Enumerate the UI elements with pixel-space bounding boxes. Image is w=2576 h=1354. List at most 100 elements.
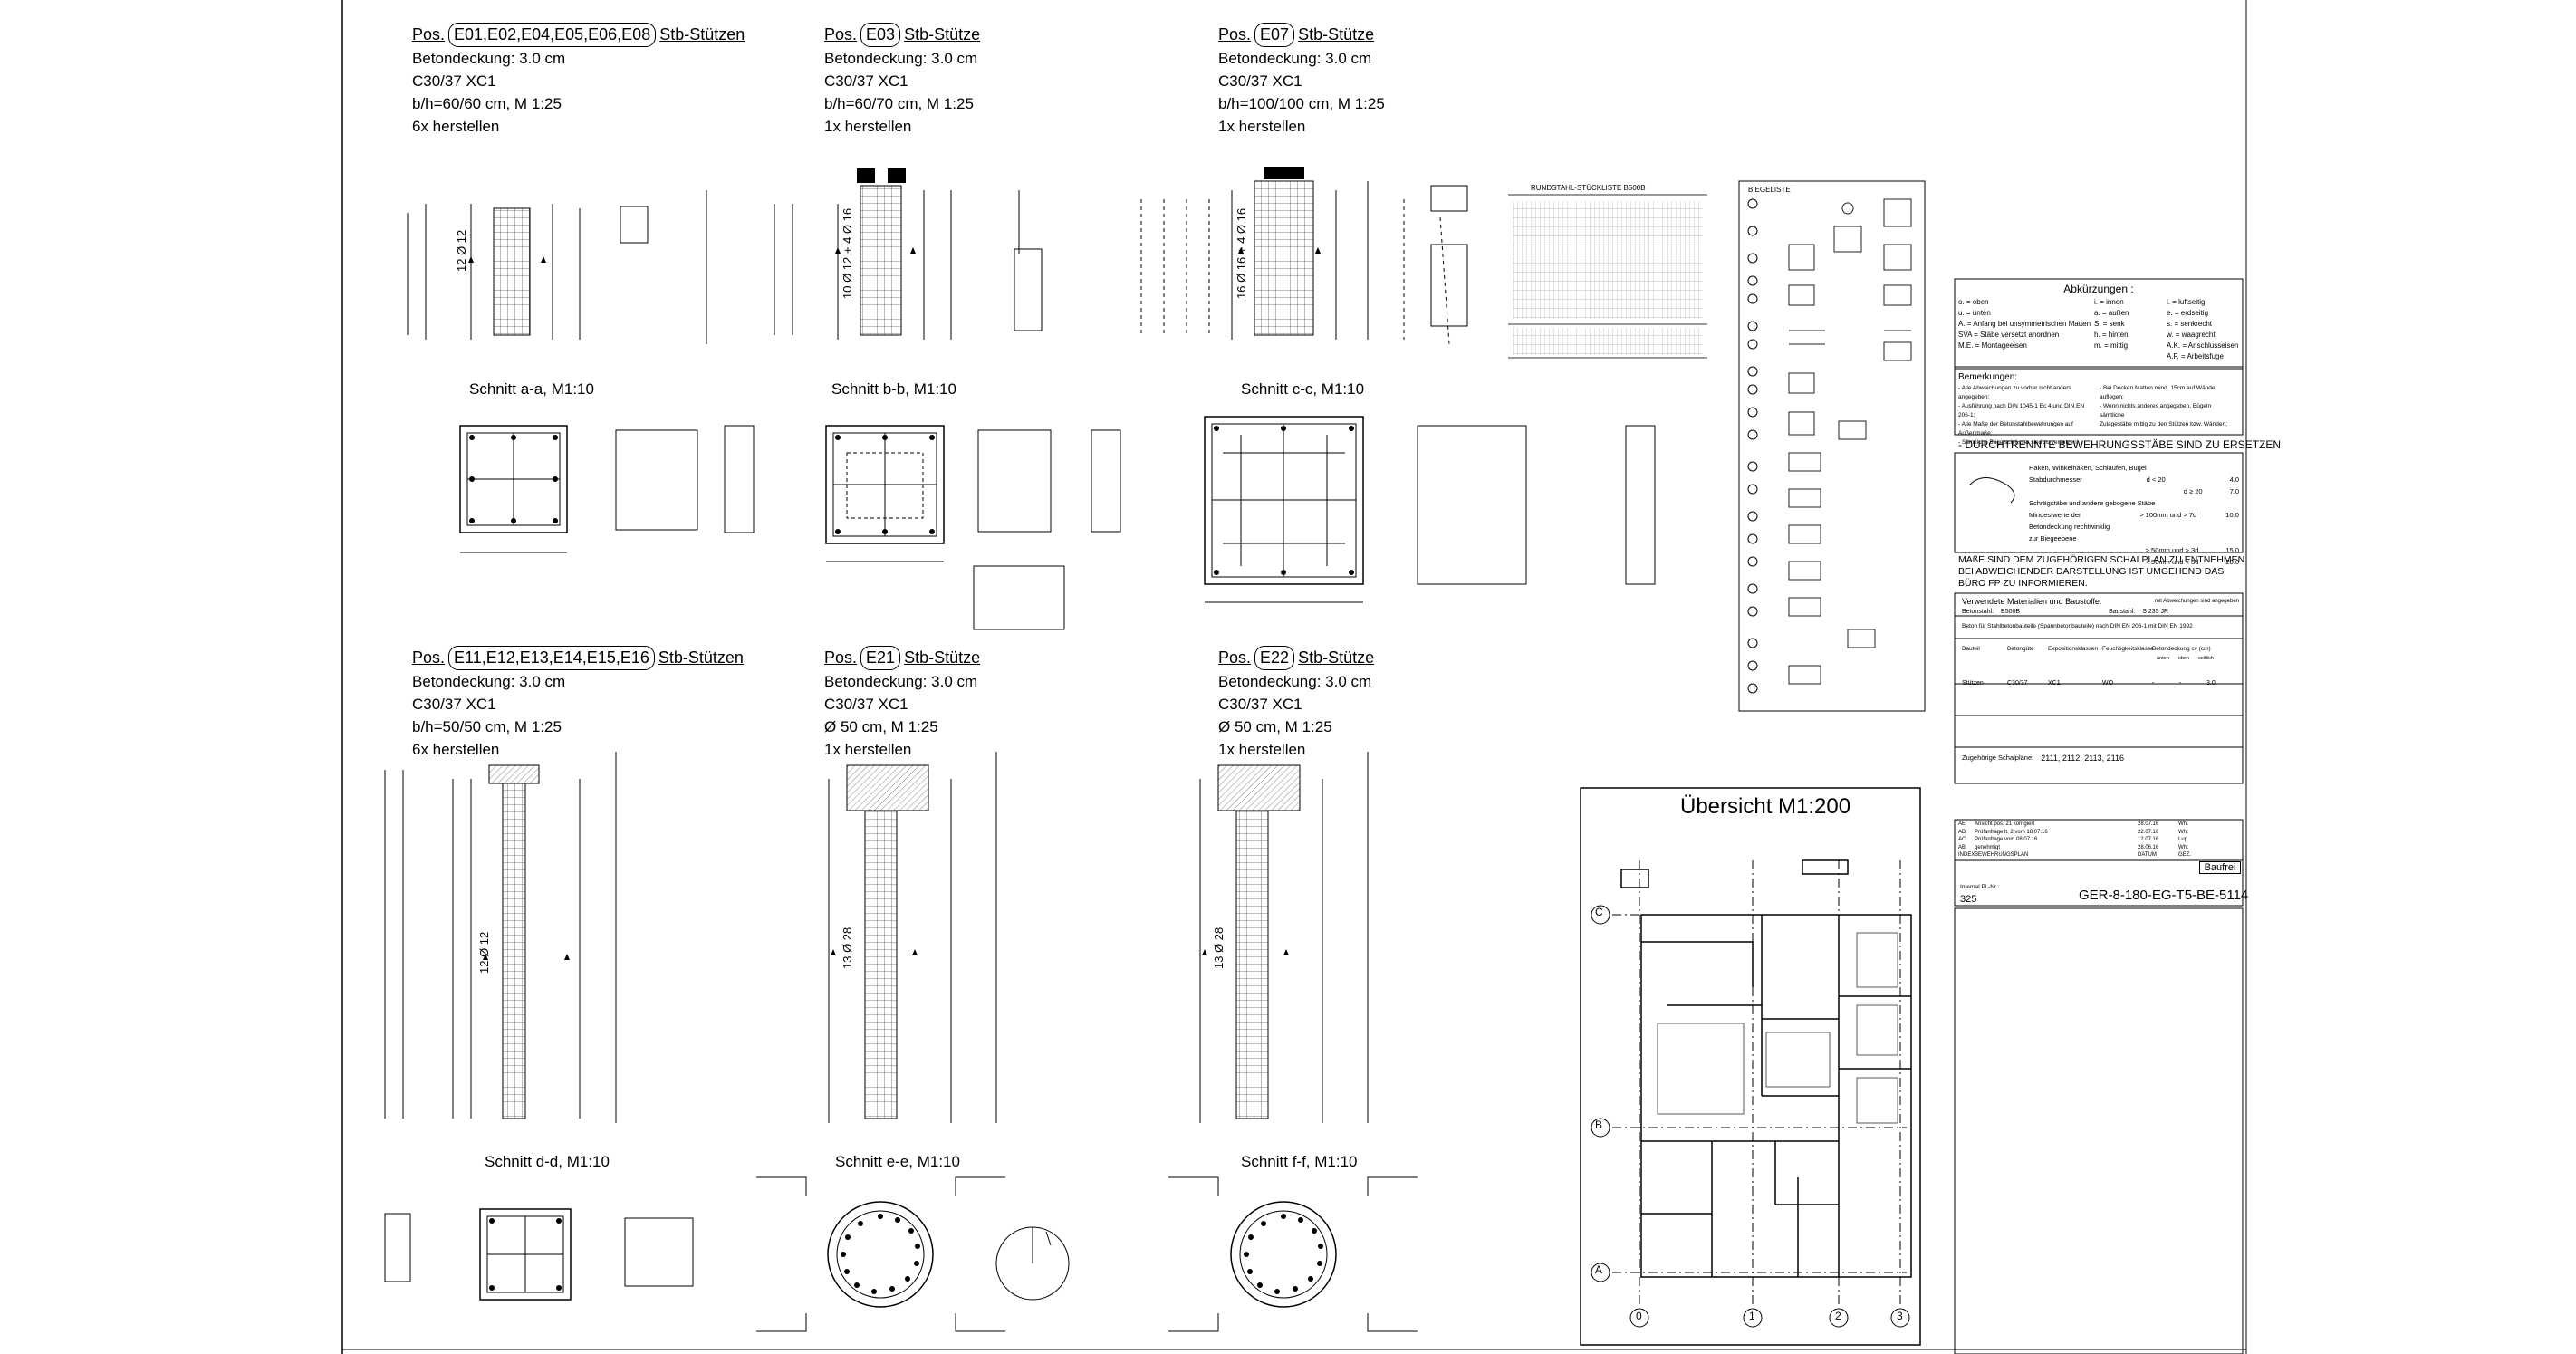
axis-label-3: 3 <box>1897 1310 1903 1322</box>
overview-plan <box>1580 787 1921 1346</box>
section-title-a-a: Schnitt a-a, M1:10 <box>469 380 594 398</box>
internal-plan-label: Internal Pl.-Nr.: <box>1960 884 2000 890</box>
axis-label-c: C <box>1595 906 1603 918</box>
quantity-line: 6x herstellen <box>412 741 500 758</box>
steel-list-table <box>1508 194 1707 359</box>
axis-label-a: A <box>1595 1263 1603 1276</box>
column-elevation-e01 <box>407 190 707 344</box>
internal-plan-number: 325 <box>1960 894 1977 905</box>
concrete-class-line: C30/37 XC1 <box>412 72 496 90</box>
position-ids-tag: E07 <box>1254 23 1295 47</box>
axis-label-0: 0 <box>1636 1310 1642 1322</box>
column-elevation-e11 <box>384 752 617 1123</box>
bending-list-title: BIEGELISTE <box>1748 186 1791 194</box>
quantity-line: 1x herstellen <box>1218 118 1306 135</box>
column-elevation-e03 <box>774 168 1043 340</box>
quantity-line: 1x herstellen <box>824 741 912 758</box>
column-elevation-e21 <box>828 752 997 1123</box>
formwork-note: MAßE SIND DEM ZUGEHÖRIGEN SCHALPLAN ZU E… <box>1958 554 2248 589</box>
cover-line: Betondeckung: 3.0 cm <box>412 50 566 67</box>
quantity-line: 1x herstellen <box>1218 741 1306 758</box>
dimension-line: b/h=60/60 cm, M 1:25 <box>412 95 562 112</box>
concrete-class-line: C30/37 XC1 <box>824 72 908 90</box>
position-ids-tag: E22 <box>1254 646 1295 670</box>
axis-label-2: 2 <box>1835 1310 1841 1322</box>
concrete-class-line: C30/37 XC1 <box>412 696 496 713</box>
cover-line: Betondeckung: 3.0 cm <box>824 50 978 67</box>
quantity-line: 1x herstellen <box>824 118 912 135</box>
dimension-line: b/h=100/100 cm, M 1:25 <box>1218 95 1385 112</box>
section-title-e-e: Schnitt e-e, M1:10 <box>835 1153 960 1170</box>
column-elevation-e22 <box>1199 752 1369 1123</box>
section-e-e-drawing <box>756 1176 1070 1332</box>
rebar-label-col2: 10 Ø 12 + 4 Ø 16 <box>841 207 854 299</box>
status-badge: Baufrei <box>2199 861 2241 874</box>
remarks-box: Bemerkungen: - Alle Abweichungen zu vorh… <box>1958 371 2239 447</box>
cover-line: Betondeckung: 3.0 cm <box>412 673 566 690</box>
concrete-class-line: C30/37 XC1 <box>824 696 908 713</box>
concrete-class-line: C30/37 XC1 <box>1218 72 1302 90</box>
section-d-d-drawing <box>384 1208 694 1301</box>
section-title-b-b: Schnitt b-b, M1:10 <box>831 380 956 398</box>
section-title-c-c: Schnitt c-c, M1:10 <box>1241 380 1365 398</box>
rebar-label-col1: 12 Ø 12 <box>455 229 468 272</box>
rebar-label-col5: 13 Ø 28 <box>841 927 854 969</box>
section-a-a-drawing <box>459 425 755 553</box>
axis-label-b: B <box>1595 1119 1603 1131</box>
position-ids-tag: E01,E02,E04,E05,E06,E08 <box>448 23 657 47</box>
rebar-label-col4: 12 Ø 12 <box>477 931 491 974</box>
column-elevation-e07 <box>1140 167 1468 345</box>
position-ids-tag: E21 <box>860 646 901 670</box>
position-ids-tag: E11,E12,E13,E14,E15,E16 <box>448 646 655 670</box>
section-title-d-d: Schnitt d-d, M1:10 <box>485 1153 610 1170</box>
cover-line: Betondeckung: 3.0 cm <box>1218 673 1372 690</box>
rebar-label-col3: 16 Ø 16 + 4 Ø 16 <box>1235 207 1248 299</box>
bend-hook-icon <box>1969 477 2015 504</box>
axis-label-1: 1 <box>1749 1310 1755 1322</box>
quantity-line: 6x herstellen <box>412 118 500 135</box>
section-f-f-drawing <box>1168 1176 1418 1332</box>
steel-list-title: RUNDSTAHL-STÜCKLISTE B500B <box>1531 184 1646 192</box>
concrete-class-line: C30/37 XC1 <box>1218 696 1302 713</box>
dimension-line: b/h=60/70 cm, M 1:25 <box>824 95 974 112</box>
dimension-line: Ø 50 cm, M 1:25 <box>1218 718 1332 735</box>
schalplan-reference: Zugehörige Schalpläne:2111, 2112, 2113, … <box>1962 754 2124 763</box>
remarks-title: Bemerkungen: <box>1958 372 2018 382</box>
bend-diameter-table: Haken, Winkelhaken, Schlaufen, Bügel Sta… <box>2029 464 2239 566</box>
separate-bars-note: - DURCHTRENNTE BEWEHRUNGSSTÄBE SIND ZU E… <box>1958 438 2282 451</box>
section-title-f-f: Schnitt f-f, M1:10 <box>1241 1153 1358 1170</box>
materials-box: Verwendete Materialien und Baustoffe: mi… <box>1962 597 2239 687</box>
overview-title: Übersicht M1:200 <box>1680 794 1851 819</box>
position-ids-tag: E03 <box>860 23 901 47</box>
rebar-label-col6: 13 Ø 28 <box>1212 927 1226 969</box>
dimension-line: b/h=50/50 cm, M 1:25 <box>412 718 562 735</box>
section-c-c-drawing <box>1204 416 1656 603</box>
abbreviations-title: Abkürzungen : <box>2063 283 2134 295</box>
section-b-b-drawing <box>825 425 1121 630</box>
title-block <box>1954 278 2244 1354</box>
cover-line: Betondeckung: 3.0 cm <box>824 673 978 690</box>
dimension-line: Ø 50 cm, M 1:25 <box>824 718 938 735</box>
bending-list-table <box>1738 180 1926 712</box>
cover-line: Betondeckung: 3.0 cm <box>1218 50 1372 67</box>
